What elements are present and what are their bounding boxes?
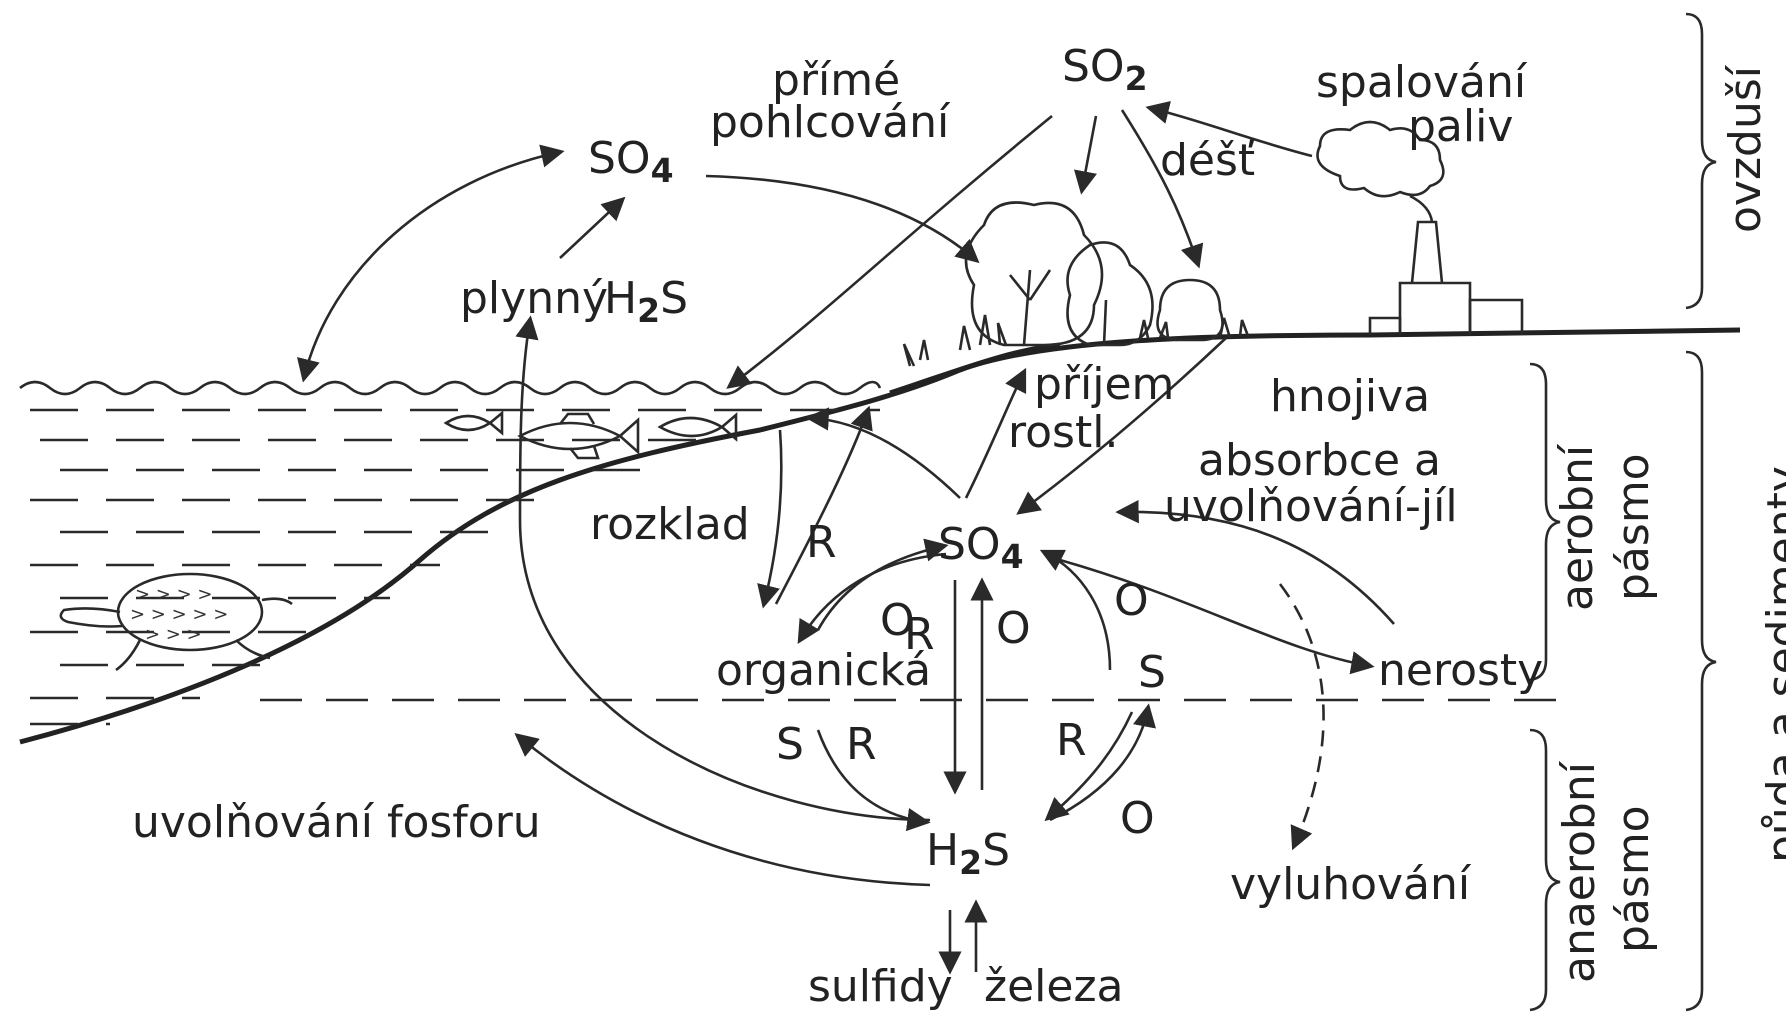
aerobic-zone-label-2: pásmo xyxy=(1611,461,1657,601)
so4-atmosphere-label: SO4 xyxy=(588,136,674,194)
arrow-so4-to-water xyxy=(304,152,560,378)
arrow-so2-to-bush xyxy=(1122,110,1198,264)
arrow-so4-to-minerals xyxy=(1060,560,1370,666)
arrow-so2-to-trees xyxy=(1082,116,1096,190)
arrow-so4-to-plants xyxy=(706,176,976,260)
oxidation-label-2: O xyxy=(996,606,1031,652)
sulfur-label-1: S xyxy=(1138,650,1166,696)
leaching-label: vyluhování xyxy=(1230,862,1470,908)
turtle-icon: > > > > > > > > > > > > xyxy=(61,574,292,670)
h2s-gas-label: H2S xyxy=(604,276,688,334)
svg-text:> > > >: > > > > xyxy=(135,584,213,605)
release-clay-label: uvolňování-jíl xyxy=(1164,484,1458,530)
so2-label: SO2 xyxy=(1062,44,1148,102)
plants-label: rostl. xyxy=(1008,410,1118,456)
reduction-label-4: R xyxy=(1056,718,1087,764)
arrow-s-to-so4 xyxy=(1044,552,1110,670)
trees-icon xyxy=(904,203,1248,367)
factory-icon xyxy=(1370,222,1522,335)
h2s-sediment-label: H2S xyxy=(926,828,1010,886)
atmosphere-zone-label: ovzduší xyxy=(1723,93,1769,233)
reduction-label-3: R xyxy=(846,722,877,768)
arrow-organic-to-water xyxy=(776,410,868,604)
minerals-label: nerosty xyxy=(1378,648,1543,694)
water-surface xyxy=(20,382,880,394)
soil-sediments-zone-label: půda a sedimenty xyxy=(1761,503,1786,863)
fuel-combustion-label: spalování xyxy=(1316,60,1526,106)
anaerobic-zone-label-2: pásmo xyxy=(1611,813,1657,953)
anaerobic-zone-label: anaerobní xyxy=(1557,783,1603,983)
sulfur-label-2: S xyxy=(776,722,804,768)
absorption-clay-label: absorbce a xyxy=(1198,438,1441,484)
fertilizer-label: hnojiva xyxy=(1270,374,1430,420)
svg-text:> > > > >: > > > > > xyxy=(130,604,228,625)
gaseous-label: plynný xyxy=(460,276,608,322)
arrow-leaching xyxy=(1280,584,1324,846)
fuel-label: paliv xyxy=(1408,104,1513,150)
arrow-so4mid-to-water xyxy=(810,418,960,498)
uptake-label: příjem xyxy=(1034,362,1174,408)
reduction-label-1: R xyxy=(806,520,837,566)
svg-text:> > >: > > > xyxy=(145,624,202,645)
oxidation-label-4: O xyxy=(1120,796,1155,842)
rain-label: déšť xyxy=(1160,138,1255,184)
fish-large-icon xyxy=(520,414,638,458)
oxidation-label-1: O xyxy=(880,598,915,644)
so4-soil-label: SO4 xyxy=(938,522,1024,580)
organic-label: organická xyxy=(716,648,931,694)
oxidation-label-3: O xyxy=(1114,578,1149,624)
absorption-label: pohlcování xyxy=(710,100,949,146)
iron-label: železa xyxy=(984,964,1124,1010)
decomposition-label: rozklad xyxy=(590,502,750,548)
aerobic-zone-label: aerobní xyxy=(1555,451,1601,611)
phosphorus-release-label: uvolňování fosforu xyxy=(132,800,541,846)
fish-small-icon xyxy=(446,413,502,433)
sulfides-label: sulfidy xyxy=(808,964,953,1010)
arrow-h2s-gas-to-so4 xyxy=(560,200,622,258)
arrow-water-to-organic xyxy=(764,430,781,604)
